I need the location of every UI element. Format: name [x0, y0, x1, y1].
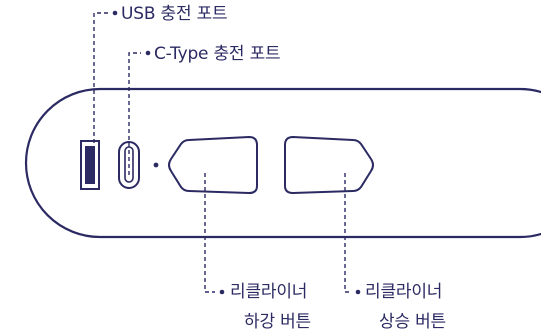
device-body-outline [24, 87, 541, 239]
down-button-leader-dot [219, 289, 225, 295]
usb-leader-dot [112, 10, 118, 16]
type-c-leader-dot [145, 50, 151, 56]
down-button-label-line1: 리클라이너 [230, 282, 308, 302]
usb-port-label: USB 충전 포트 [121, 4, 228, 24]
up-button-label-line1: 리클라이너 [365, 282, 443, 302]
down-button-leader-line [204, 173, 215, 293]
type-c-leader-line [128, 52, 141, 175]
usb-port-fill [85, 146, 95, 184]
recliner-up-button [284, 135, 374, 195]
up-button-leader-dot [355, 289, 361, 295]
indicator-dot [153, 162, 159, 168]
recliner-down-button [168, 135, 258, 195]
up-button-leader-line [344, 173, 352, 293]
up-button-label-line2: 상승 버튼 [379, 312, 446, 332]
down-button-label-line2: 하강 버튼 [244, 312, 311, 332]
type-c-port-label: C-Type 충전 포트 [154, 44, 281, 64]
usb-leader-line [93, 12, 108, 171]
